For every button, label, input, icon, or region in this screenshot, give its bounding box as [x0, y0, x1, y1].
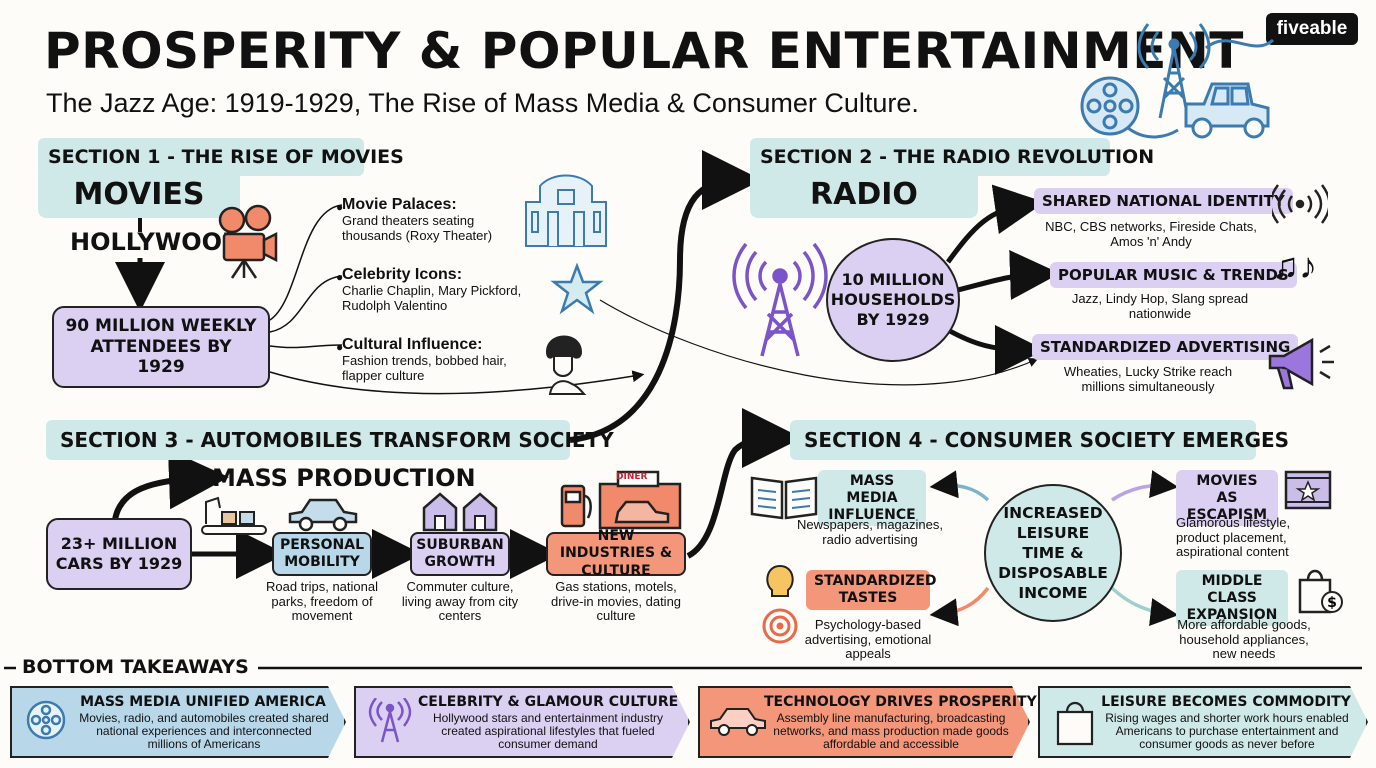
popular-music-title: POPULAR MUSIC & TRENDS	[1050, 262, 1297, 288]
cars-stat: 23+ MILLION CARS BY 1929	[46, 518, 192, 590]
page-title: PROSPERITY & POPULAR ENTERTAINMENT	[44, 22, 1244, 80]
shopping-bag-icon-small	[1056, 701, 1094, 746]
radio-households-stat: 10 MILLION HOUSEHOLDS BY 1929	[826, 238, 960, 362]
takeaway-card-1	[10, 686, 346, 758]
diner-icon	[560, 470, 682, 530]
lightbulb-target-icons	[762, 564, 798, 644]
section1-header: SECTION 1 - THE RISE OF MOVIES	[38, 138, 404, 176]
movies-escapism-desc: Glamorous lifestyle, product placement, …	[1176, 515, 1291, 560]
takeaway-2-desc: Hollywood stars and entertainment indust…	[432, 711, 664, 752]
newspaper-icon	[750, 476, 818, 520]
takeaway-1-title: MASS MEDIA UNIFIED AMERICA	[80, 694, 326, 710]
page-subtitle: The Jazz Age: 1919-1929, The Rise of Mas…	[46, 88, 919, 118]
shared-identity-title: SHARED NATIONAL IDENTITY	[1034, 188, 1293, 214]
movies-label: MOVIES	[38, 172, 240, 218]
hollywood-label: HOLLYWOOD	[70, 228, 242, 256]
takeaway-2-title: CELEBRITY & GLAMOUR CULTURE	[418, 694, 679, 710]
film-strip-icon	[1284, 470, 1332, 510]
movie-palaces-item: Movie Palaces: Grand theaters seating th…	[342, 196, 518, 243]
standardized-tastes-title: STANDARDIZED TASTES	[806, 570, 937, 610]
section3-header: SECTION 3 - AUTOMOBILES TRANSFORM SOCIET…	[46, 420, 614, 460]
suburban-growth-desc: Commuter culture, living away from city …	[401, 579, 519, 624]
standardized-advertising-desc: Wheaties, Lucky Strike reach millions si…	[1063, 364, 1233, 394]
cultural-influence-title: Cultural Influence:	[342, 336, 483, 353]
factory-icon	[201, 496, 267, 535]
film-reel-icon	[1080, 76, 1179, 139]
popular-music-desc: Jazz, Lindy Hop, Slang spread nationwide	[1071, 291, 1249, 321]
personal-mobility-title: PERSONAL MOBILITY	[272, 532, 372, 576]
target-icon	[762, 608, 798, 644]
takeaway-4-desc: Rising wages and shorter work hours enab…	[1105, 711, 1349, 752]
new-industries-title: NEW INDUSTRIES & CULTURE	[546, 528, 686, 579]
movies-escapism-title: MOVIES AS ESCAPISM	[1176, 470, 1278, 527]
cultural-influence-desc: Fashion trends, bobbed hair, flapper cul…	[342, 353, 507, 383]
radio-tower-icon-small	[368, 698, 412, 743]
section4-header: SECTION 4 - CONSUMER SOCIETY EMERGES	[790, 420, 1289, 460]
star-icon	[550, 263, 604, 315]
celebrity-icons-item: Celebrity Icons: Charlie Chaplin, Mary P…	[342, 266, 542, 313]
shared-identity-desc: NBC, CBS networks, Fireside Chats, Amos …	[1045, 219, 1257, 249]
megaphone-icon	[1268, 337, 1334, 390]
movie-attendees-stat: 90 MILLION WEEKLY ATTENDEES BY 1929	[52, 306, 270, 388]
standardized-tastes-desc: Psychology-based advertising, emotional …	[804, 617, 932, 662]
flapper-icon	[546, 335, 587, 395]
film-reel-icon-small	[26, 700, 66, 740]
shopping-bag-icon: $	[1298, 569, 1343, 614]
takeaway-3-title: TECHNOLOGY DRIVES PROSPERITY	[764, 694, 1037, 710]
takeaway-4-title: LEISURE BECOMES COMMODITY	[1101, 694, 1351, 710]
svg-text:$: $	[1327, 595, 1337, 611]
houses-icon	[422, 492, 498, 532]
car-icon-takeaway	[710, 708, 766, 736]
takeaways-header: BOTTOM TAKEAWAYS	[22, 656, 249, 678]
suburban-growth-title: SUBURBAN GROWTH	[410, 532, 510, 576]
personal-mobility-desc: Road trips, national parks, freedom of m…	[265, 579, 378, 624]
mass-production-label: MASS PRODUCTION	[212, 464, 476, 492]
middle-class-desc: More affordable goods, household applian…	[1177, 617, 1311, 662]
car-icon-small	[288, 498, 358, 532]
takeaway-1-desc: Movies, radio, and automobiles created s…	[79, 711, 329, 752]
cultural-influence-item: Cultural Influence: Fashion trends, bobb…	[342, 336, 532, 383]
radio-tower-icon	[1137, 23, 1275, 119]
leisure-income-center: INCREASED LEISURE TIME & DISPOSABLE INCO…	[984, 484, 1122, 622]
radio-label: RADIO	[750, 172, 978, 218]
new-industries-desc: Gas stations, motels, drive-in movies, d…	[550, 579, 682, 624]
header-illustration	[1080, 23, 1275, 139]
takeaway-card-2	[354, 686, 690, 758]
broadcast-icon	[1272, 184, 1328, 224]
celebrity-icons-desc: Charlie Chaplin, Mary Pickford, Rudolph …	[342, 283, 522, 313]
celebrity-icons-title: Celebrity Icons:	[342, 266, 463, 283]
broadcast-tower-icon	[732, 242, 828, 357]
movie-palaces-title: Movie Palaces:	[342, 196, 457, 213]
music-notes-icon: ♫♪	[1272, 245, 1317, 286]
takeaway-3-desc: Assembly line manufacturing, broadcastin…	[773, 711, 1009, 752]
middle-class-title: MIDDLE CLASS EXPANSION	[1176, 570, 1288, 627]
movie-camera-icon	[218, 204, 278, 279]
movie-palaces-desc: Grand theaters seating thousands (Roxy T…	[342, 213, 493, 243]
diner-sign: DINER	[616, 472, 648, 482]
theater-icon	[525, 174, 607, 247]
brand-logo[interactable]: fiveable	[1266, 13, 1358, 45]
car-icon	[1184, 82, 1270, 139]
section2-header: SECTION 2 - THE RADIO REVOLUTION	[750, 138, 1154, 176]
standardized-advertising-title: STANDARDIZED ADVERTISING	[1032, 334, 1299, 360]
lightbulb-icon	[766, 564, 794, 597]
mass-media-influence-desc: Newspapers, magazines, radio advertising	[797, 517, 943, 547]
mass-media-influence-title: MASS MEDIA INFLUENCE	[818, 470, 926, 527]
